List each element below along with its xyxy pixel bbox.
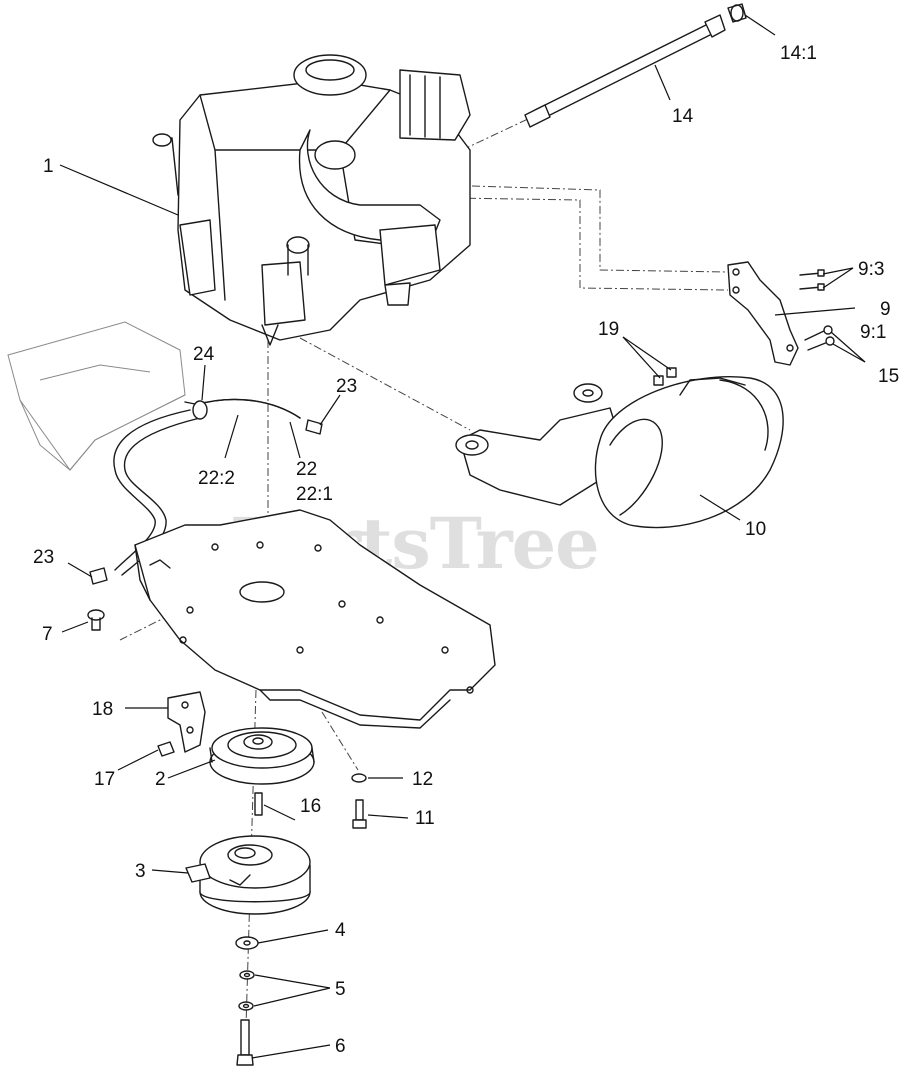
callout-10: 10 <box>745 519 766 540</box>
spacer-washers <box>238 970 255 1011</box>
callout-9: 9 <box>880 299 891 320</box>
muffler-screws <box>804 325 835 351</box>
callout-23-lower: 23 <box>33 547 54 568</box>
callout-11: 11 <box>415 808 435 829</box>
hydraulic-tube <box>524 14 726 128</box>
callout-19: 19 <box>598 319 619 340</box>
callout-22: 22 <box>296 459 317 480</box>
callout-6: 6 <box>335 1036 346 1057</box>
muffler-nuts <box>653 367 677 386</box>
callout-15: 15 <box>878 366 899 387</box>
callout-17: 17 <box>94 769 115 790</box>
bracket-nut <box>157 741 175 757</box>
leader-lines <box>59 14 866 1059</box>
callout-23-upper: 23 <box>336 376 357 397</box>
engine <box>152 54 471 346</box>
fuel-line-fitting <box>89 419 323 585</box>
clutch-bracket <box>167 691 206 753</box>
tube-fitting <box>727 3 747 23</box>
callout-5: 5 <box>335 979 346 1000</box>
callout-22-1: 22:1 <box>296 484 333 505</box>
clutch-bolt <box>236 1019 254 1066</box>
callout-2: 2 <box>155 769 166 790</box>
callout-18: 18 <box>92 699 113 720</box>
callout-14-1: 14:1 <box>780 43 817 64</box>
callouts: 1 2 3 4 5 6 7 9:3 9 9:1 10 11 12 14 14:1… <box>33 43 899 1057</box>
frame-plate <box>134 509 496 729</box>
muffler-bracket <box>727 261 799 366</box>
hex-bolt <box>352 799 367 829</box>
callout-22-2: 22:2 <box>198 468 235 489</box>
callout-4: 4 <box>335 920 346 941</box>
hose-clamp <box>184 400 208 420</box>
flat-washer <box>351 773 367 783</box>
callout-14: 14 <box>672 106 694 127</box>
callout-1: 1 <box>43 156 54 177</box>
callout-9-1: 9:1 <box>860 322 886 343</box>
pulley <box>209 727 315 785</box>
deck-ghost-outline <box>7 321 186 471</box>
callout-7: 7 <box>42 624 53 645</box>
callout-16: 16 <box>300 796 321 817</box>
washer <box>235 936 259 950</box>
callout-24: 24 <box>193 344 215 365</box>
callout-3: 3 <box>135 861 146 882</box>
pto-clutch <box>185 835 311 915</box>
callout-12: 12 <box>412 769 433 790</box>
carriage-bolt <box>87 609 105 631</box>
callout-9-3: 9:3 <box>858 259 884 280</box>
muffler <box>455 376 784 529</box>
key <box>254 792 263 816</box>
bracket-screws <box>799 269 825 291</box>
